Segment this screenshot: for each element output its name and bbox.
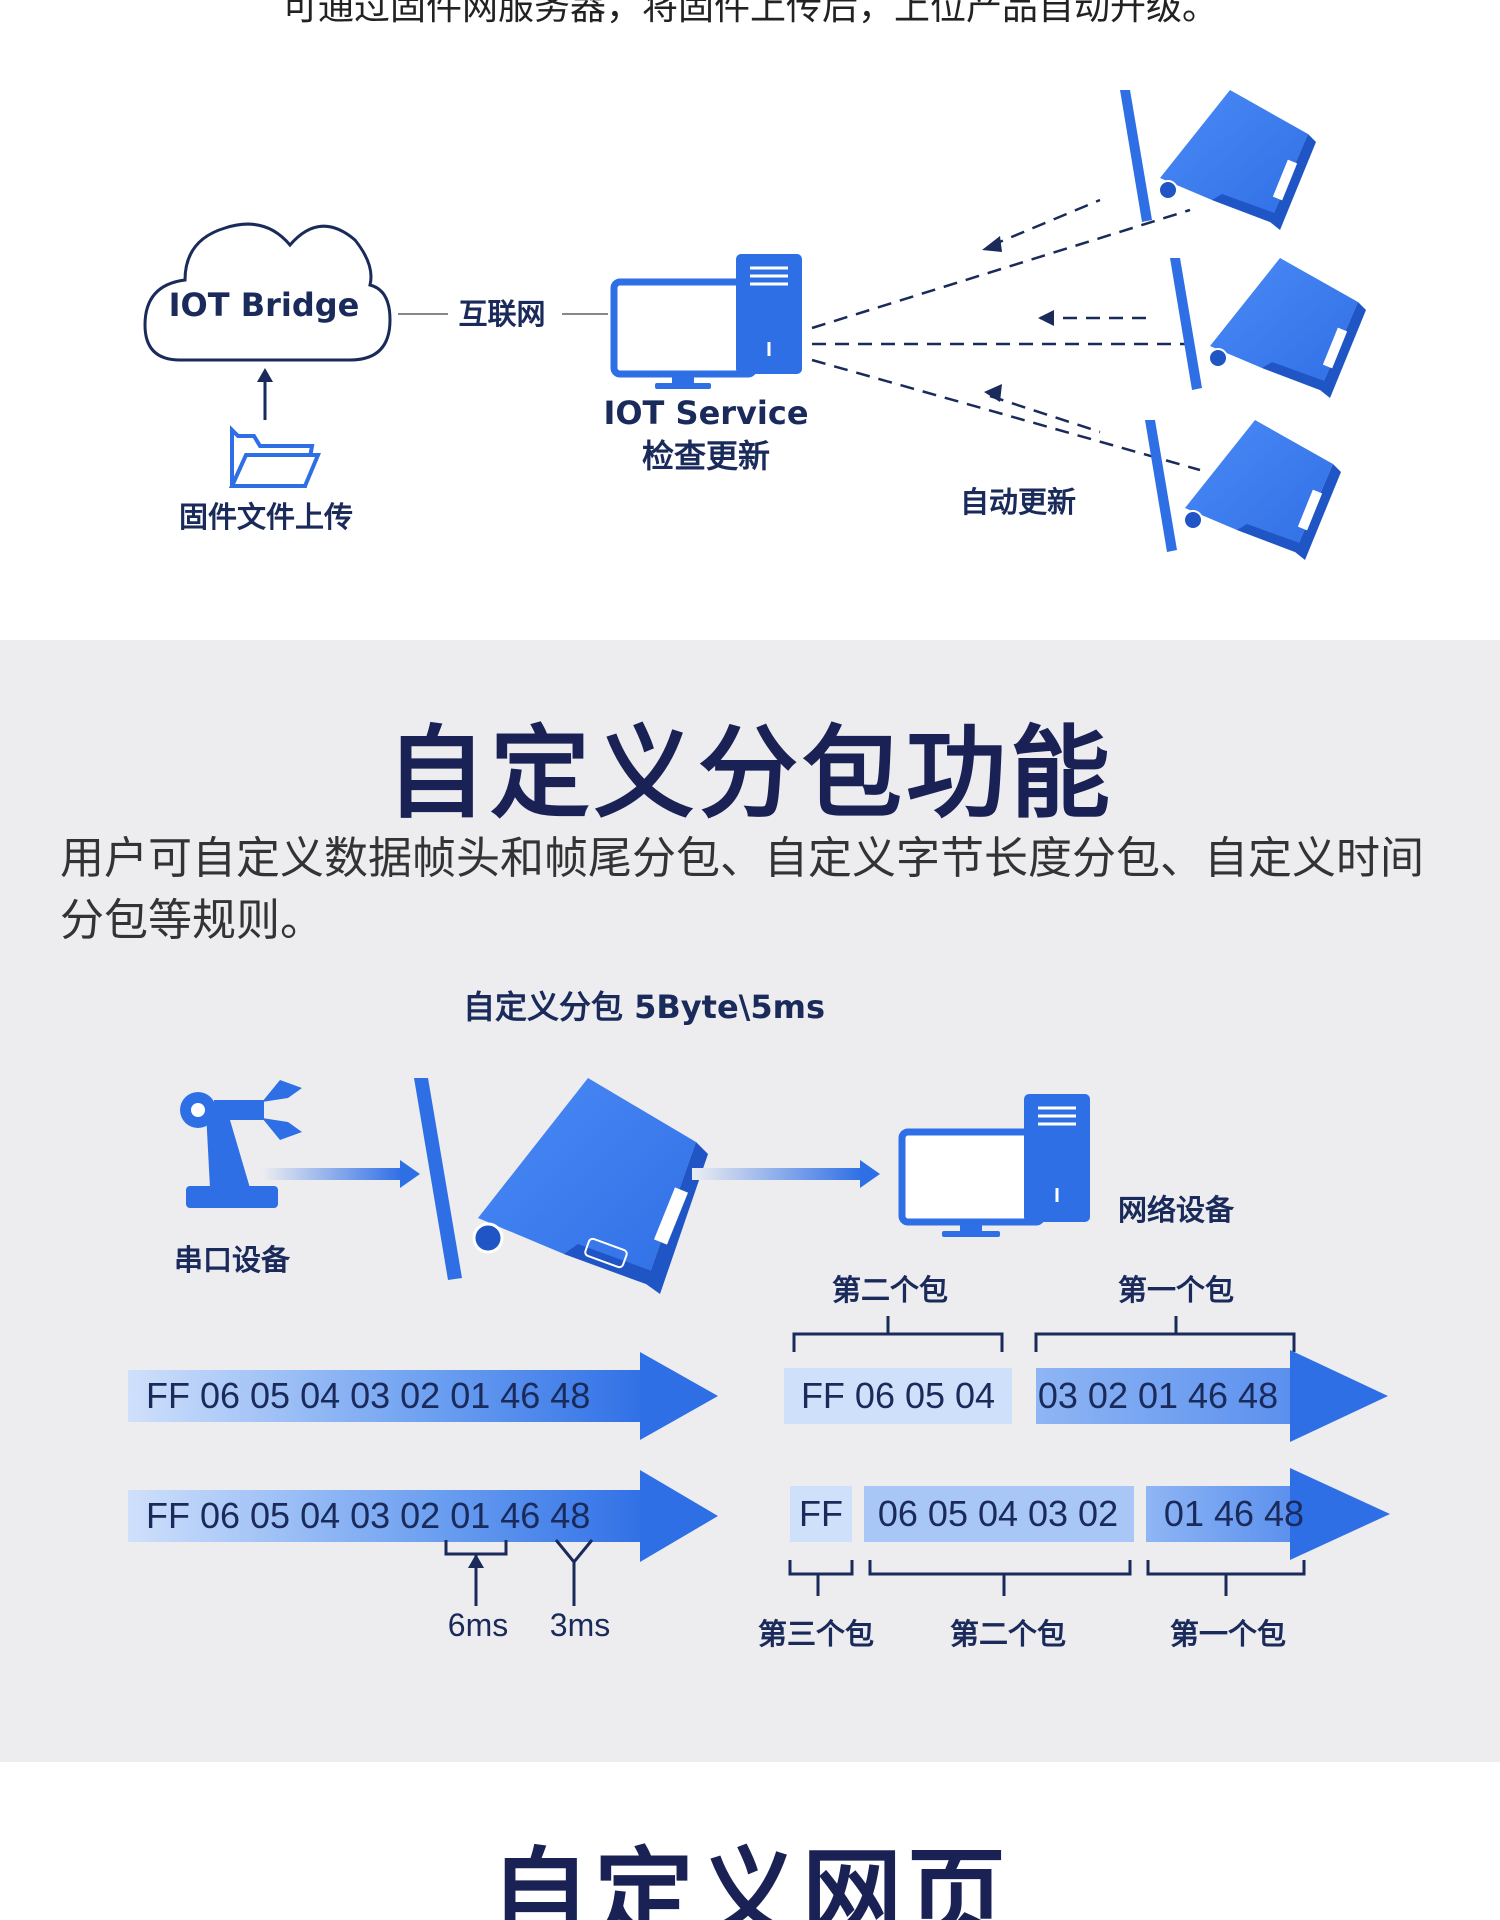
packet-box [784, 1368, 1012, 1424]
serial-device-label: 串口设备 [174, 1243, 291, 1277]
section-description: 用户可自定义数据帧头和帧尾分包、自定义字节长度分包、自定义时间分包等规则。 [60, 833, 1424, 946]
network-device-label: 网络设备 [1118, 1193, 1235, 1227]
server-computer-icon [610, 254, 802, 389]
sequence-text-row2: FF 06 05 04 03 02 01 46 48 [146, 1495, 590, 1536]
row2-packet-bytes: 06 05 04 03 02 [878, 1493, 1118, 1534]
upload-arrow-head [257, 368, 273, 382]
flow-arrow-1 [262, 1168, 402, 1180]
diagram-title: 自定义分包 5Byte\5ms [463, 988, 825, 1026]
row2-packet-bytes: FF [799, 1493, 843, 1534]
row2-packet-label: 第一个包 [1170, 1617, 1286, 1651]
row1-packet-bytes: FF 06 05 04 [801, 1375, 995, 1416]
auto-update-label: 自动更新 [960, 485, 1076, 519]
timing-bracket [444, 1540, 508, 1556]
row1-packet-bytes: 03 02 01 46 48 [1038, 1375, 1278, 1416]
section-title: 自定义网页 [490, 1837, 1010, 1920]
wireless-device-icon [1145, 420, 1341, 560]
bracket [1146, 1560, 1306, 1596]
packet-box [790, 1486, 852, 1542]
top-section: 可通过固件网服务器，将固件上传后，上位产品自动升级。 IOT Bridge 固件… [0, 0, 1500, 640]
check-update-label: 检查更新 [642, 437, 770, 475]
folder-icon [228, 425, 322, 488]
timing-6ms: 6ms [448, 1607, 508, 1643]
wireless-device-icon [1170, 258, 1366, 398]
update-diagram: IOT Bridge 固件文件上传 互联网 IOT Service 检查更新 [143, 90, 1366, 560]
timing-bracket [554, 1539, 594, 1565]
row2-packet-label: 第二个包 [950, 1617, 1066, 1651]
sequence-arrow [128, 1352, 718, 1440]
top-caption: 可通过固件网服务器，将固件上传后，上位产品自动升级。 [281, 0, 1218, 28]
cloud-icon [143, 222, 392, 362]
robot-arm-icon [180, 1080, 302, 1208]
row1-packet-label: 第二个包 [832, 1273, 948, 1307]
wireless-device-icon [414, 1078, 708, 1294]
upload-label: 固件文件上传 [179, 500, 353, 534]
bracket [788, 1560, 854, 1596]
row1-packet-label: 第一个包 [1118, 1273, 1234, 1307]
row2-packet-bytes: 01 46 48 [1164, 1493, 1304, 1534]
packet-arrow [1146, 1468, 1390, 1560]
sequence-arrow [128, 1470, 718, 1562]
service-label: IOT Service [603, 394, 808, 432]
section-title: 自定义分包功能 [386, 715, 1114, 832]
cloud-label: IOT Bridge [169, 286, 360, 324]
internet-label: 互联网 [458, 297, 545, 331]
flow-arrow-2 [692, 1168, 862, 1180]
network-computer-icon [898, 1094, 1090, 1237]
update-lines [811, 198, 1201, 472]
bracket [792, 1316, 1004, 1352]
webpage-section: 自定义网页 [0, 1762, 1500, 1920]
packet-diagram: 自定义分包 5Byte\5ms 串口设备 [128, 988, 1390, 1651]
bracket [868, 1560, 1132, 1596]
wireless-device-icon [1120, 90, 1316, 230]
packet-section: 自定义分包 5Byte\5ms 串口设备 [0, 640, 1500, 1762]
row2-packet-label: 第三个包 [758, 1617, 874, 1651]
arrow-head-2 [1038, 310, 1054, 326]
sequence-text-row1: FF 06 05 04 03 02 01 46 48 [146, 1375, 590, 1416]
bracket [1034, 1316, 1296, 1352]
packet-box [864, 1486, 1134, 1542]
arrow-head-1 [982, 236, 1002, 252]
timing-3ms: 3ms [550, 1607, 610, 1643]
arrow-head-3 [984, 384, 1002, 402]
packet-arrow [1036, 1350, 1388, 1442]
